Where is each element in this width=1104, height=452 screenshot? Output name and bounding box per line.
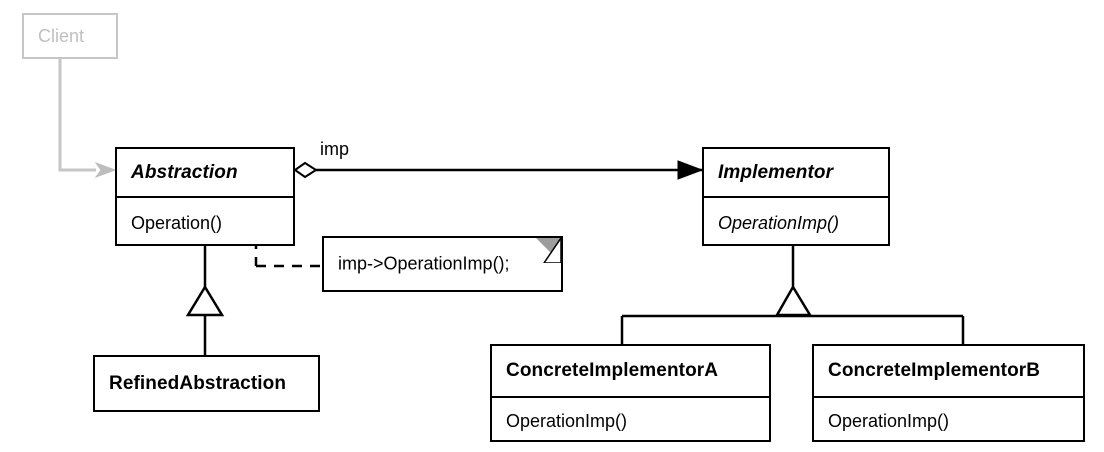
connector-refined-abstraction-generalization bbox=[185, 246, 225, 355]
note-fold-icon bbox=[536, 238, 561, 263]
class-member-operation-imp: OperationImp() bbox=[506, 410, 628, 431]
class-members-compartment: OperationImp() bbox=[492, 396, 769, 444]
hollow-diamond-icon bbox=[293, 161, 318, 179]
class-members-compartment: OperationImp() bbox=[704, 196, 888, 248]
hollow-triangle-icon bbox=[185, 284, 225, 317]
class-title-compartment: Client bbox=[24, 15, 116, 57]
class-member-operation: Operation() bbox=[131, 212, 223, 233]
class-members-compartment: OperationImp() bbox=[814, 396, 1083, 444]
class-title-concrete-implementor-b: ConcreteImplementorB bbox=[828, 360, 1041, 381]
note-operation-note[interactable]: imp->OperationImp(); bbox=[322, 236, 563, 292]
class-box-implementor[interactable]: Implementor OperationImp() bbox=[702, 147, 890, 246]
edge-label-imp-text: imp bbox=[320, 139, 350, 159]
class-title-compartment: ConcreteImplementorB bbox=[814, 346, 1083, 396]
class-box-concrete-implementor-b[interactable]: ConcreteImplementorB OperationImp() bbox=[812, 344, 1085, 442]
class-title-implementor: Implementor bbox=[718, 161, 834, 183]
class-box-refined-abstraction[interactable]: RefinedAbstraction bbox=[93, 355, 320, 412]
class-title-refined-abstraction: RefinedAbstraction bbox=[109, 372, 287, 394]
filled-arrow-icon bbox=[677, 160, 704, 180]
class-title-client: Client bbox=[38, 25, 85, 46]
class-box-abstraction[interactable]: Abstraction Operation() bbox=[115, 147, 295, 246]
class-box-client[interactable]: Client bbox=[22, 13, 118, 59]
class-title-compartment: Abstraction bbox=[117, 149, 293, 196]
hollow-triangle-icon bbox=[774, 284, 813, 317]
class-box-concrete-implementor-a[interactable]: ConcreteImplementorA OperationImp() bbox=[490, 344, 771, 442]
connector-concrete-implementors-generalization bbox=[620, 246, 965, 344]
class-members-compartment: Operation() bbox=[117, 196, 293, 248]
class-title-concrete-implementor-a: ConcreteImplementorA bbox=[506, 360, 719, 381]
class-title-compartment: ConcreteImplementorA bbox=[492, 346, 769, 396]
edge-label-imp: imp bbox=[320, 139, 349, 160]
class-title-abstraction: Abstraction bbox=[131, 161, 238, 183]
note-text: imp->OperationImp(); bbox=[338, 253, 510, 274]
class-title-compartment: Implementor bbox=[704, 149, 888, 196]
class-member-operation-imp: OperationImp() bbox=[718, 212, 840, 233]
class-title-compartment: RefinedAbstraction bbox=[95, 357, 318, 410]
connector-abstraction-to-implementor bbox=[293, 160, 704, 180]
class-member-operation-imp: OperationImp() bbox=[828, 410, 950, 431]
connector-client-to-abstraction bbox=[58, 59, 117, 179]
